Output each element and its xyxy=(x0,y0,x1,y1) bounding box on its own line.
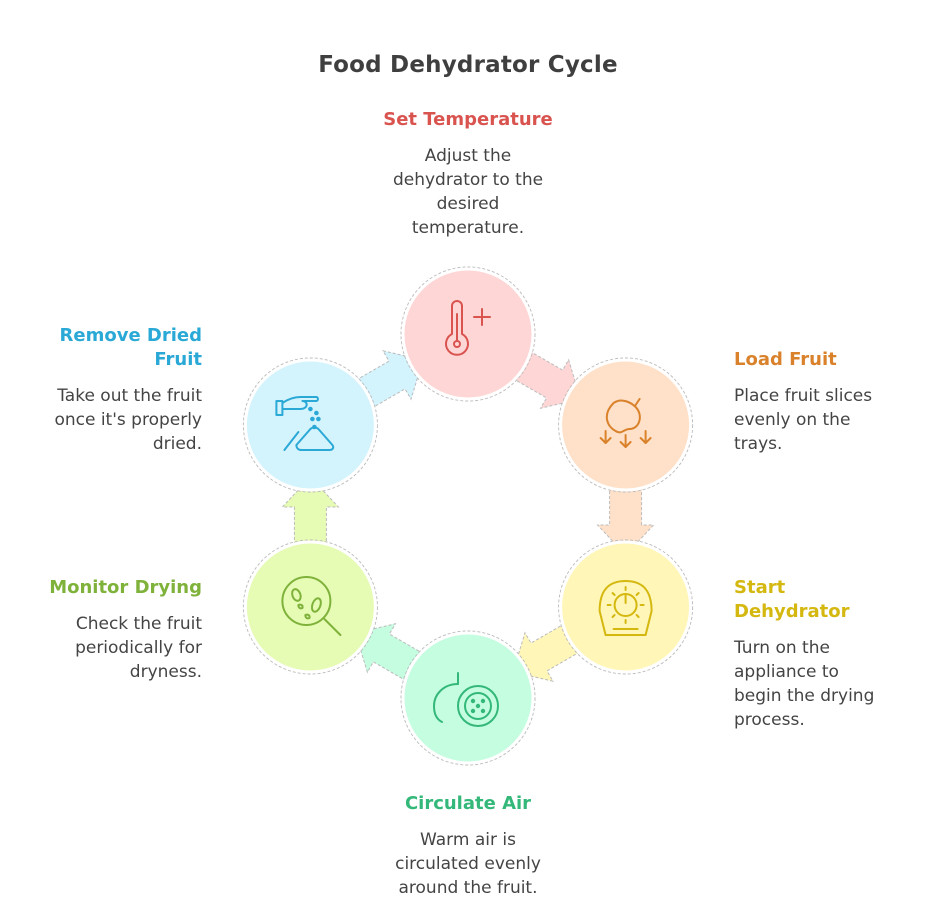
step-description: Take out the fruit once it's properly dr… xyxy=(2,384,202,456)
desc-line: process. xyxy=(734,710,805,730)
node-circulate-air xyxy=(400,630,536,766)
title-line: Remove Dried xyxy=(59,325,202,346)
node-outline xyxy=(400,266,536,402)
desc-line: periodically for xyxy=(75,638,202,658)
desc-line: dehydrator to the xyxy=(392,170,544,190)
desc-line: dryness. xyxy=(129,662,202,682)
node-outline xyxy=(242,539,378,675)
node-remove-dried-fruit xyxy=(242,357,378,493)
step-description: Place fruit slices evenly on the trays. xyxy=(734,384,934,456)
desc-line: trays. xyxy=(734,434,783,454)
step-description: Adjust the dehydrator to the desired tem… xyxy=(318,144,618,240)
node-outline xyxy=(242,357,378,493)
step-title: Circulate Air xyxy=(404,793,532,814)
node-circle xyxy=(559,358,693,492)
apple-drop-icon xyxy=(599,398,652,448)
desc-line: Take out the fruit xyxy=(57,386,202,406)
diagram-title: Food Dehydrator Cycle xyxy=(318,52,618,78)
desc-line: dried. xyxy=(152,434,202,454)
thermometer-plus-icon xyxy=(445,300,491,356)
node-outline xyxy=(558,357,694,493)
node-outline xyxy=(400,630,536,766)
step-description: Warm air is circulated evenly around the… xyxy=(318,828,618,900)
node-set-temperature xyxy=(400,266,536,402)
step-title: Monitor Drying xyxy=(49,577,202,598)
step-title: Set Temperature xyxy=(383,109,553,130)
node-circle xyxy=(559,540,693,674)
desc-line: once it's properly xyxy=(54,410,202,430)
node-circle xyxy=(243,358,377,492)
step-label-circulate-air: Circulate Air Warm air is circulated eve… xyxy=(318,792,618,900)
desc-line: Adjust the xyxy=(424,146,512,166)
dehydrator-dial-icon xyxy=(598,580,653,636)
node-start-dehydrator xyxy=(558,539,694,675)
magnifier-drops-icon xyxy=(281,576,342,636)
step-title: Start Dehydrator xyxy=(734,576,934,624)
desc-line: circulated evenly xyxy=(395,854,541,874)
hand-sprinkle-icon xyxy=(275,396,335,451)
cycle-nodes xyxy=(242,266,694,766)
desc-line: evenly on the xyxy=(734,410,851,430)
step-label-start-dehydrator: Start Dehydrator Turn on the appliance t… xyxy=(734,576,934,732)
desc-line: temperature. xyxy=(411,218,525,238)
desc-line: Warm air is xyxy=(420,830,516,850)
step-title: Remove Dried Fruit xyxy=(2,324,202,372)
node-circle xyxy=(243,540,377,674)
fruit-slice-icon xyxy=(433,672,499,727)
desc-line: Check the fruit xyxy=(75,614,202,634)
desc-line: around the fruit. xyxy=(398,878,538,898)
node-monitor-drying xyxy=(242,539,378,675)
title-line: Start xyxy=(734,577,786,598)
desc-line: appliance to xyxy=(734,662,839,682)
node-load-fruit xyxy=(558,357,694,493)
step-label-load-fruit: Load Fruit Place fruit slices evenly on … xyxy=(734,348,934,456)
node-circle xyxy=(401,267,535,401)
step-label-monitor-drying: Monitor Drying Check the fruit periodica… xyxy=(2,576,202,684)
title-line: Fruit xyxy=(154,349,202,370)
desc-line: desired xyxy=(436,194,500,214)
step-description: Check the fruit periodically for dryness… xyxy=(2,612,202,684)
step-title: Load Fruit xyxy=(734,349,837,370)
step-description: Turn on the appliance to begin the dryin… xyxy=(734,636,934,732)
node-outline xyxy=(558,539,694,675)
step-label-set-temperature: Set Temperature Adjust the dehydrator to… xyxy=(318,108,618,240)
step-label-remove-dried-fruit: Remove Dried Fruit Take out the fruit on… xyxy=(2,324,202,456)
desc-line: begin the drying xyxy=(734,686,875,706)
desc-line: Place fruit slices xyxy=(734,386,873,406)
title-line: Dehydrator xyxy=(734,601,850,622)
desc-line: Turn on the xyxy=(734,638,830,658)
